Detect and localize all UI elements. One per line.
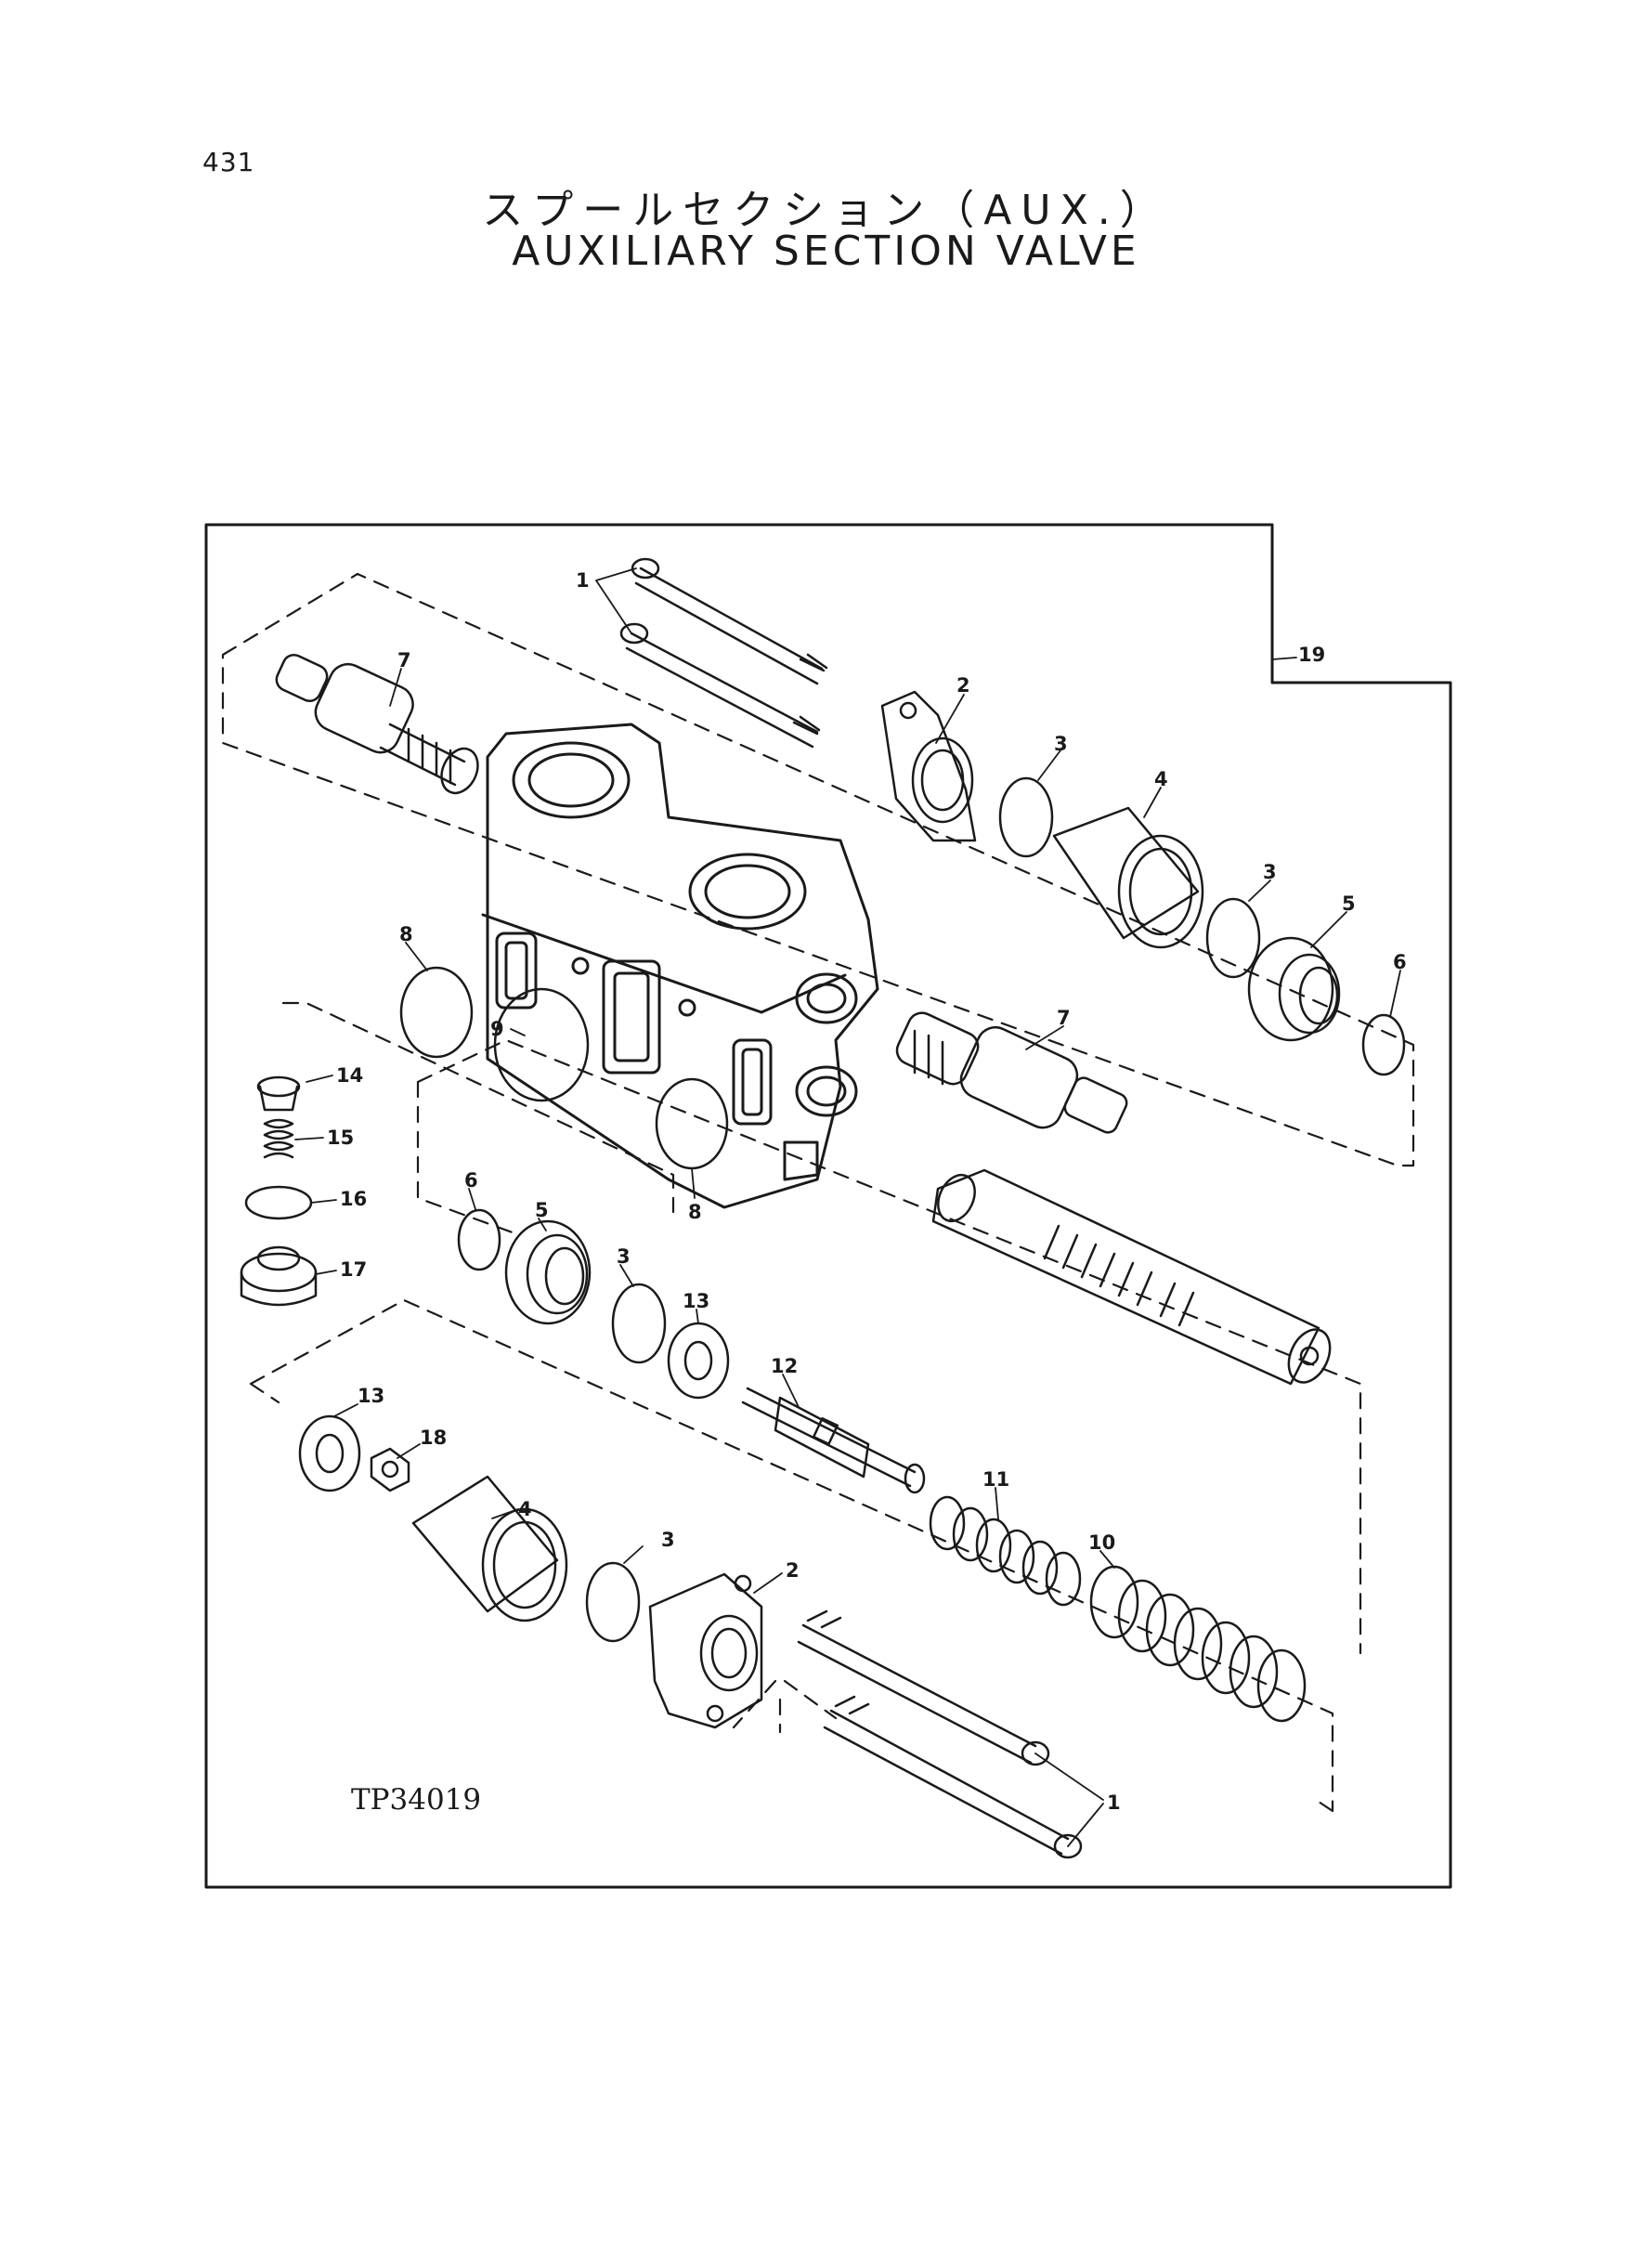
end-cap-upper [880,690,977,842]
callout-2-upper: 2 [956,674,970,697]
nut-18 [370,1447,410,1492]
port-seal-right [655,1077,729,1170]
sleeve-lower [411,1475,568,1622]
main-spool [931,1168,1332,1386]
page-number: 431 [202,147,255,177]
o-ring-upper-a [998,776,1054,858]
callout-13-lower: 13 [358,1385,384,1407]
upper-group-outline [221,572,1415,1167]
callout-2-lower: 2 [786,1559,800,1582]
callout-11: 11 [982,1468,1009,1491]
valve-body [481,723,879,1209]
drawing-number: TP34019 [351,1783,481,1817]
small-ring-upper [1361,1013,1406,1076]
o-ring-lower [585,1561,641,1643]
washer-middle [667,1322,730,1400]
end-cap-lower [648,1572,763,1729]
callout-7-upper: 7 [397,649,411,671]
callout-6-upper: 6 [1393,951,1407,973]
spring-10 [1089,1565,1307,1723]
callout-18: 18 [420,1427,447,1449]
callout-10: 10 [1088,1531,1115,1554]
tie-bolt-lower [797,1609,1083,1859]
bolt-group-outline [732,1679,838,1729]
callout-8-right: 8 [688,1201,702,1223]
callout-7-right: 7 [1057,1007,1071,1029]
port-seal-left [399,966,474,1059]
callout-9: 9 [490,1018,504,1040]
lower-group-outline [249,1298,1334,1813]
callout-1-upper: 1 [576,569,590,592]
stem-12 [741,1387,926,1494]
callout-19: 19 [1298,644,1325,666]
body-seal [493,987,590,1102]
o-ring-middle [611,1283,667,1364]
callout-3-middle: 3 [617,1245,631,1268]
page-title-japanese: スプールセクション（AUX.） [482,187,1170,234]
left-group-outline [281,1001,675,1214]
callout-1-lower: 1 [1107,1791,1121,1814]
callout-4-lower: 4 [518,1498,532,1520]
callout-15: 15 [327,1127,354,1149]
callout-3-upper-a: 3 [1054,733,1068,755]
poppet-14 [256,1075,301,1112]
page-title-english: AUXILIARY SECTION VALVE [512,228,1140,275]
callout-12: 12 [771,1355,798,1377]
spring-15 [263,1118,294,1159]
sleeve-upper [1052,806,1204,949]
o-ring-upper-b [1205,897,1261,979]
middle-group-outline [416,1038,1362,1655]
plug-17 [240,1245,318,1307]
diagram-frame [204,523,1452,1889]
callout-16: 16 [340,1188,367,1210]
callout-8-left: 8 [399,923,413,945]
callout-17: 17 [340,1258,367,1281]
callout-3-lower: 3 [661,1529,675,1551]
o-ring-16 [244,1185,313,1220]
callout-6-middle: 6 [464,1169,478,1192]
callout-5-middle: 5 [535,1199,549,1221]
callout-13-middle: 13 [683,1290,709,1312]
spring-11 [929,1495,1082,1607]
relief-valve-upper [275,654,479,795]
callout-5-upper: 5 [1342,892,1356,915]
small-ring-middle [457,1208,501,1271]
callout-3-upper-b: 3 [1263,861,1277,883]
washer-lower [298,1414,361,1492]
callout-14: 14 [336,1064,363,1087]
callout-4-upper: 4 [1154,768,1168,790]
fitting-middle [504,1219,592,1325]
tie-bolt-upper [619,557,828,749]
fitting-upper [1247,936,1341,1042]
leader-lines [294,567,1401,1847]
